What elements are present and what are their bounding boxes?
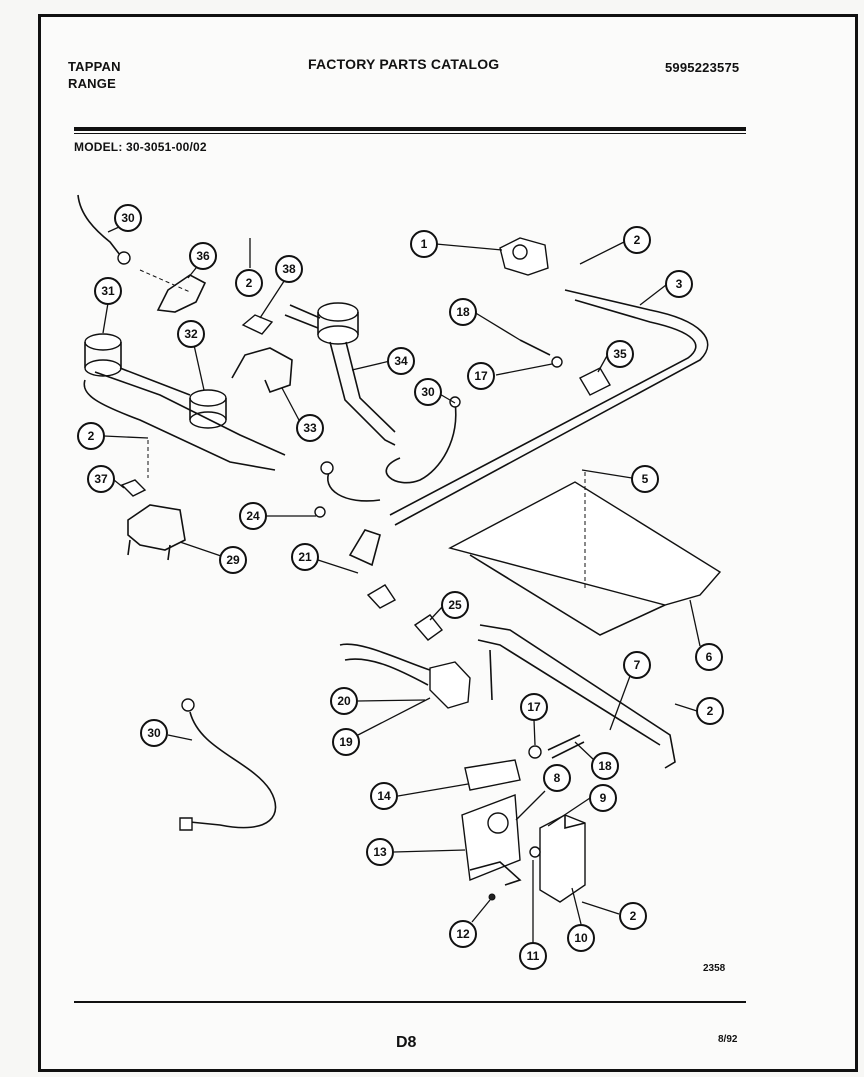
callout-34: 34 [387, 347, 415, 375]
page-frame [38, 14, 858, 1072]
svg-text:11: 11 [527, 949, 540, 963]
callout-17-a: 17 [467, 362, 495, 390]
callout-2-b: 2 [623, 226, 651, 254]
callout-17-b: 17 [520, 693, 548, 721]
callout-2-e: 2 [619, 902, 647, 930]
callout-30-b: 30 [414, 378, 442, 406]
svg-text:30: 30 [147, 726, 161, 740]
header-rule [74, 127, 746, 131]
svg-text:2: 2 [707, 704, 714, 718]
figure-number: 2358 [703, 963, 726, 974]
callout-30-c: 30 [140, 719, 168, 747]
callout-5: 5 [631, 465, 659, 493]
svg-text:6: 6 [706, 650, 713, 664]
callout-12: 12 [449, 920, 477, 948]
svg-text:12: 12 [456, 927, 470, 941]
callout-13: 13 [366, 838, 394, 866]
brand-label: TAPPAN RANGE [68, 58, 121, 92]
catalog-date: 8/92 [718, 1034, 738, 1045]
svg-text:25: 25 [448, 598, 462, 612]
callout-29: 29 [219, 546, 247, 574]
svg-text:13: 13 [373, 845, 387, 859]
svg-text:29: 29 [226, 553, 240, 567]
svg-text:33: 33 [303, 421, 317, 435]
footer-rule [74, 1001, 746, 1003]
callout-7: 7 [623, 651, 651, 679]
callout-2-d: 2 [696, 697, 724, 725]
svg-text:34: 34 [394, 354, 408, 368]
callout-33: 33 [296, 414, 324, 442]
svg-text:2: 2 [88, 429, 95, 443]
svg-text:8: 8 [554, 771, 561, 785]
callout-21: 21 [291, 543, 319, 571]
callout-35: 35 [606, 340, 634, 368]
callout-3: 3 [665, 270, 693, 298]
callout-25: 25 [441, 591, 469, 619]
callout-20: 20 [330, 687, 358, 715]
svg-text:1: 1 [421, 237, 428, 251]
callout-32: 32 [177, 320, 205, 348]
svg-text:38: 38 [282, 262, 296, 276]
svg-text:2: 2 [630, 909, 637, 923]
page-title: FACTORY PARTS CATALOG [308, 56, 500, 72]
callout-9: 9 [589, 784, 617, 812]
svg-text:10: 10 [574, 931, 588, 945]
svg-text:17: 17 [527, 700, 541, 714]
callout-10: 10 [567, 924, 595, 952]
svg-text:21: 21 [298, 550, 312, 564]
svg-text:17: 17 [474, 369, 488, 383]
callout-38: 38 [275, 255, 303, 283]
svg-text:5: 5 [642, 472, 649, 486]
callout-8: 8 [543, 764, 571, 792]
svg-text:18: 18 [598, 759, 612, 773]
callout-37: 37 [87, 465, 115, 493]
callout-24: 24 [239, 502, 267, 530]
svg-text:31: 31 [101, 284, 115, 298]
svg-text:30: 30 [121, 211, 135, 225]
callout-18-a: 18 [449, 298, 477, 326]
svg-text:36: 36 [196, 249, 210, 263]
svg-text:24: 24 [246, 509, 260, 523]
page-number: D8 [396, 1034, 417, 1051]
svg-text:7: 7 [634, 658, 641, 672]
callout-18-b: 18 [591, 752, 619, 780]
catalog-number: 5995223575 [665, 60, 740, 75]
callout-14: 14 [370, 782, 398, 810]
callout-6: 6 [695, 643, 723, 671]
svg-text:30: 30 [421, 385, 435, 399]
svg-text:2: 2 [246, 276, 253, 290]
callout-2-c: 2 [77, 422, 105, 450]
svg-text:2: 2 [634, 233, 641, 247]
callout-30-a: 30 [114, 204, 142, 232]
svg-text:9: 9 [600, 791, 607, 805]
parts-art [77, 194, 722, 903]
callout-1: 1 [410, 230, 438, 258]
callout-31: 31 [94, 277, 122, 305]
callout-2-a: 2 [235, 269, 263, 297]
brand-line-1: TAPPAN [68, 59, 121, 74]
svg-text:35: 35 [613, 347, 627, 361]
svg-text:3: 3 [676, 277, 683, 291]
svg-text:19: 19 [339, 735, 353, 749]
svg-text:37: 37 [94, 472, 108, 486]
callout-11: 11 [519, 942, 547, 970]
header-rule-thin [74, 133, 746, 134]
svg-text:14: 14 [377, 789, 391, 803]
brand-line-2: RANGE [68, 76, 116, 91]
model-label: MODEL: 30-3051-00/02 [74, 140, 207, 154]
svg-text:32: 32 [184, 327, 198, 341]
svg-text:18: 18 [456, 305, 470, 319]
callout-36: 36 [189, 242, 217, 270]
callout-19: 19 [332, 728, 360, 756]
svg-text:20: 20 [337, 694, 351, 708]
